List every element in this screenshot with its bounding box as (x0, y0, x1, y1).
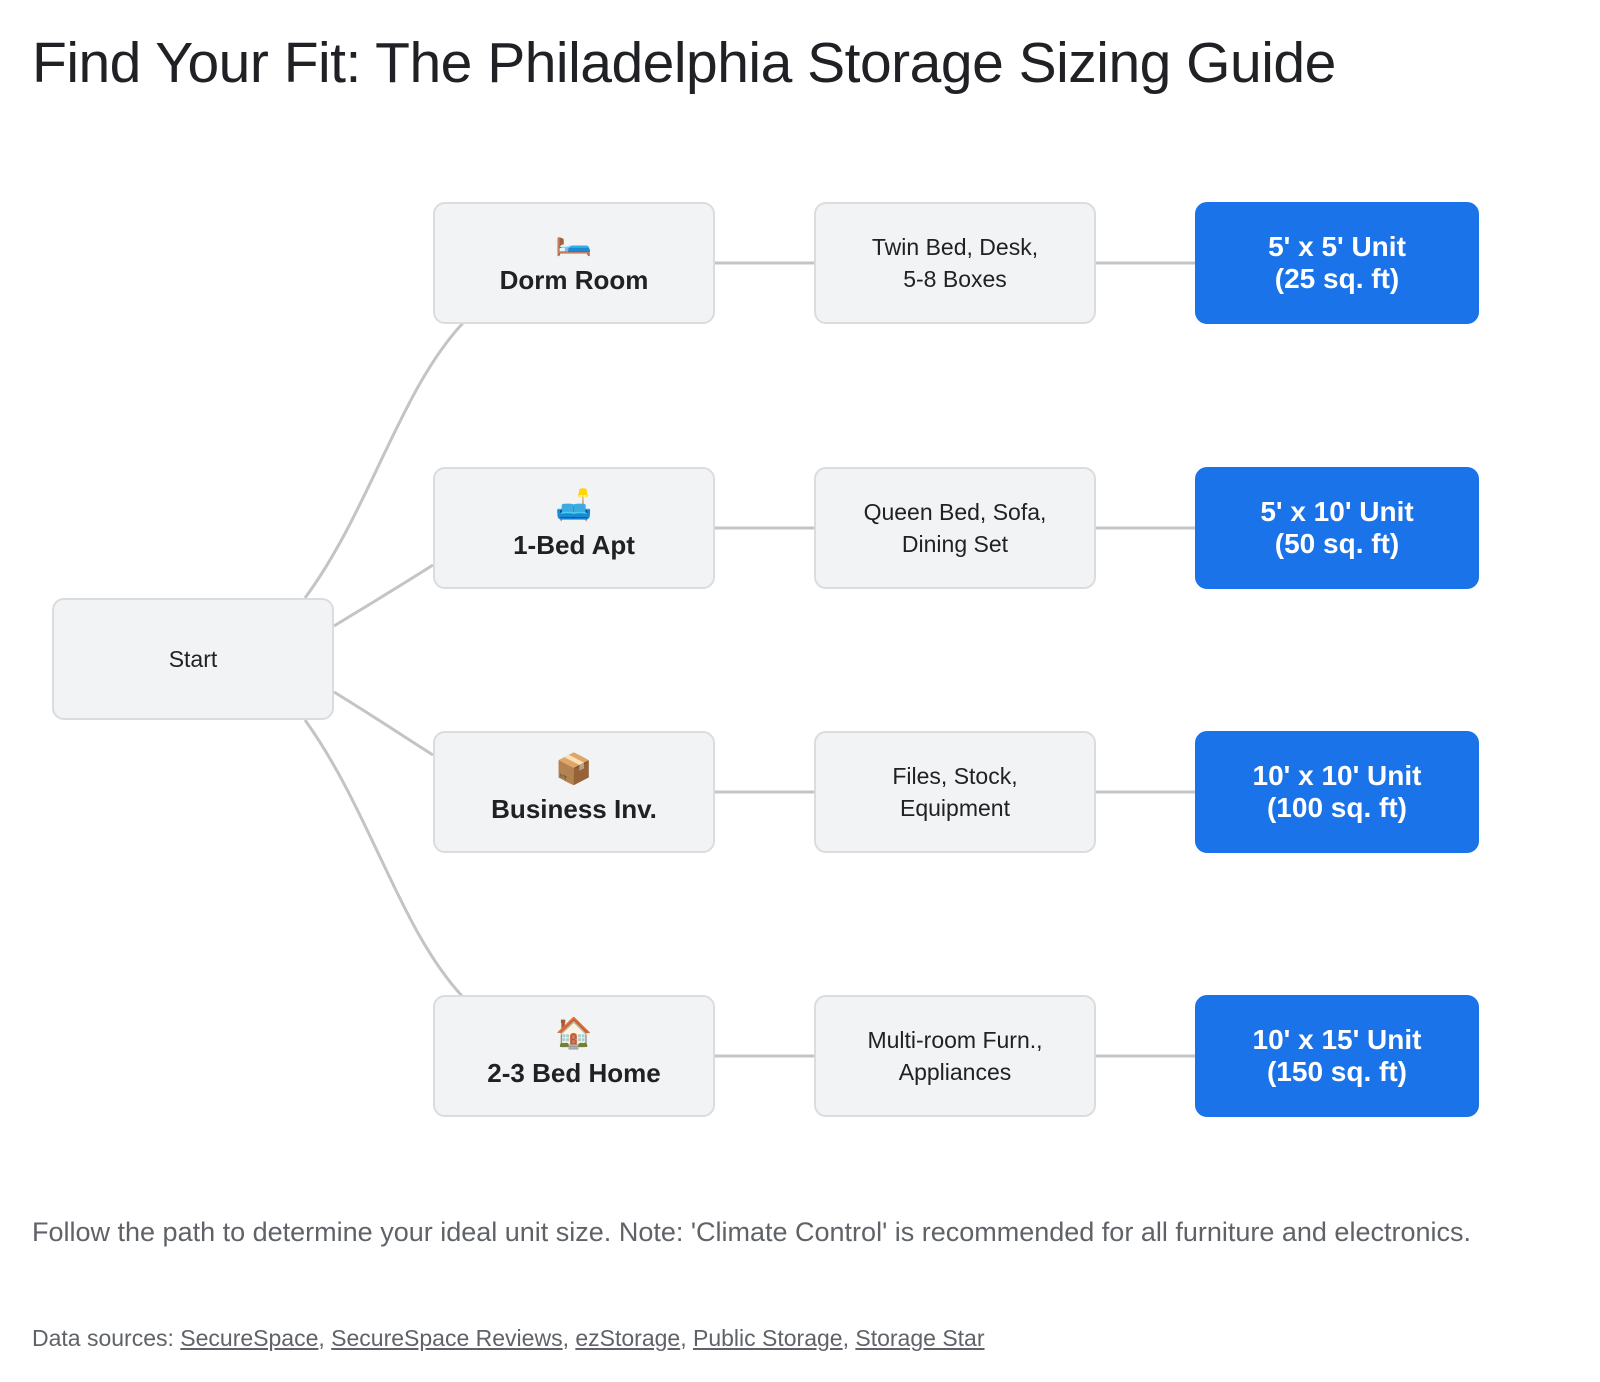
source-link-public-storage[interactable]: Public Storage (693, 1325, 843, 1351)
unit-node-10x10: 10' x 10' Unit (100 sq. ft) (1195, 731, 1479, 853)
unit-node-5x10: 5' x 10' Unit (50 sq. ft) (1195, 467, 1479, 589)
category-node-dorm-room: 🛏️ Dorm Room (433, 202, 715, 324)
edge-start-dorm (303, 321, 465, 599)
category-label: 1-Bed Apt (513, 529, 635, 560)
house-icon: 🏠 (555, 1015, 593, 1051)
source-link-securespace[interactable]: SecureSpace (180, 1325, 319, 1351)
source-link-ezstorage[interactable]: ezStorage (575, 1325, 681, 1351)
edge-start-business (333, 690, 434, 757)
package-icon: 📦 (555, 751, 593, 787)
unit-node-10x15: 10' x 15' Unit (150 sq. ft) (1195, 995, 1479, 1117)
couch-lamp-icon: 🛋️ (555, 487, 593, 523)
category-label: 2-3 Bed Home (487, 1057, 661, 1088)
items-node-1-bed-apt: Queen Bed, Sofa, Dining Set (814, 467, 1096, 589)
start-node: Start (52, 598, 334, 720)
category-node-1-bed-apt: 🛋️ 1-Bed Apt (433, 467, 715, 589)
sources-prefix: Data sources: (32, 1325, 181, 1351)
edge-start-home (303, 719, 465, 999)
items-node-dorm-room: Twin Bed, Desk, 5-8 Boxes (814, 202, 1096, 324)
bed-icon: 🛏️ (555, 222, 593, 258)
page-title: Find Your Fit: The Philadelphia Storage … (32, 31, 1336, 95)
source-link-securespace-reviews[interactable]: SecureSpace Reviews (331, 1325, 563, 1351)
items-node-business-inv: Files, Stock, Equipment (814, 731, 1096, 853)
category-label: Dorm Room (499, 264, 649, 295)
category-node-business-inv: 📦 Business Inv. (433, 731, 715, 853)
category-label: Business Inv. (491, 793, 657, 824)
footnote: Follow the path to determine your ideal … (32, 1217, 1471, 1247)
category-node-2-3-bed-home: 🏠 2-3 Bed Home (433, 995, 715, 1117)
edge-start-apt (333, 563, 434, 628)
source-link-storage-star[interactable]: Storage Star (855, 1325, 985, 1351)
unit-node-5x5: 5' x 5' Unit (25 sq. ft) (1195, 202, 1479, 324)
data-sources: Data sources: SecureSpace, SecureSpace R… (32, 1325, 985, 1351)
items-node-2-3-bed-home: Multi-room Furn., Appliances (814, 995, 1096, 1117)
